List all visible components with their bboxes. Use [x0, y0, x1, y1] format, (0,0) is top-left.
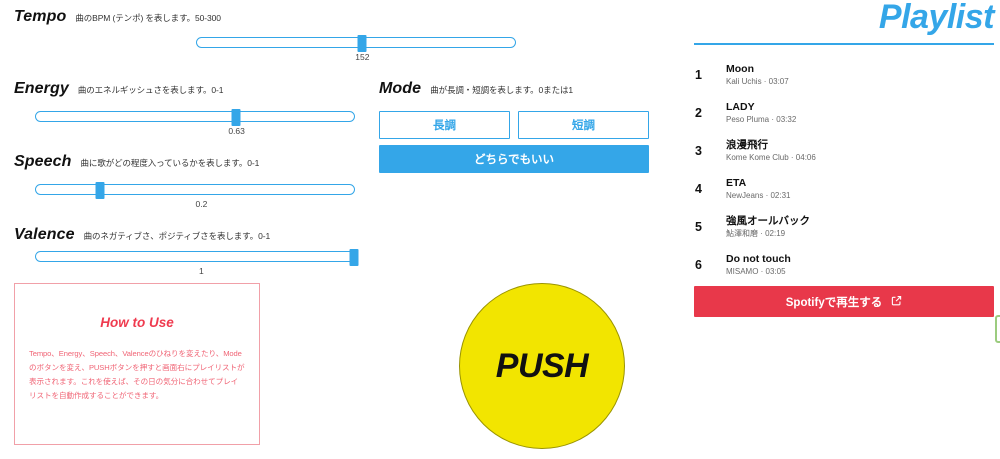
- param-label-valence: Valence 曲のネガティブさ、ポジティブさを表します。0-1: [14, 226, 270, 244]
- mode-button-minor[interactable]: 短調: [518, 111, 649, 139]
- slider-valence-track[interactable]: [35, 249, 359, 266]
- track-title: Do not touch: [726, 253, 791, 266]
- track-index: 5: [695, 220, 702, 234]
- param-label-tempo: Tempo 曲のBPM (テンポ) を表します。50-300: [14, 8, 221, 26]
- track-meta: 浪漫飛行 Kome Kome Club · 04:06: [726, 139, 816, 162]
- track-row[interactable]: 4 ETA NewJeans · 02:31: [694, 170, 994, 208]
- track-row[interactable]: 3 浪漫飛行 Kome Kome Club · 04:06: [694, 132, 994, 170]
- track-subtitle: Kome Kome Club · 04:06: [726, 153, 816, 163]
- track-index: 3: [695, 144, 702, 158]
- slider-valence-thumb[interactable]: [349, 249, 359, 266]
- how-to-use-title: How to Use: [100, 315, 174, 330]
- slider-energy-track[interactable]: [35, 109, 355, 126]
- slider-speech-value: 0.2: [195, 199, 208, 209]
- track-meta: LADY Peso Pluma · 03:32: [726, 101, 796, 124]
- param-name-energy: Energy: [14, 80, 69, 97]
- slider-valence[interactable]: 1: [35, 249, 359, 276]
- track-row[interactable]: 1 Moon Kali Uchis · 03:07: [694, 56, 994, 94]
- playlist-title: Playlist: [878, 0, 995, 36]
- track-title: ETA: [726, 177, 747, 190]
- param-label-energy: Energy 曲のエネルギッシュさを表します。0-1: [14, 80, 223, 98]
- param-description-tempo: 曲のBPM (テンポ) を表します。50-300: [75, 13, 221, 23]
- param-label-mode: Mode 曲が長調・短調を表します。0または1: [379, 80, 573, 98]
- track-subtitle: Peso Pluma · 03:32: [726, 115, 797, 125]
- param-name-valence: Valence: [14, 226, 75, 243]
- playlist-panel: Playlist 1 Moon Kali Uchis · 03:07 2 LAD…: [694, 0, 1000, 459]
- slider-energy-thumb[interactable]: [231, 109, 241, 126]
- slider-tempo-track[interactable]: [196, 35, 516, 52]
- slider-speech-thumb[interactable]: [95, 182, 105, 199]
- track-meta: ETA NewJeans · 02:31: [726, 177, 790, 200]
- track-list: 1 Moon Kali Uchis · 03:07 2 LADY Peso Pl…: [694, 56, 994, 284]
- track-row[interactable]: 2 LADY Peso Pluma · 03:32: [694, 94, 994, 132]
- slider-speech-track[interactable]: [35, 182, 355, 199]
- mode-button-major[interactable]: 長調: [379, 111, 510, 139]
- track-index: 2: [695, 106, 702, 120]
- push-button-label: PUSH: [495, 346, 589, 385]
- track-index: 6: [695, 258, 702, 272]
- track-subtitle: 鮎澤和磨 · 02:19: [726, 229, 786, 239]
- external-link-icon: [891, 293, 902, 311]
- param-description-valence: 曲のネガティブさ、ポジティブさを表します。0-1: [83, 231, 271, 241]
- track-row[interactable]: 5 強風オールバック 鮎澤和磨 · 02:19: [694, 208, 994, 246]
- how-to-use-body: Tempo、Energy、Speech、Valenceのひねりを変えたり、Mod…: [29, 349, 245, 401]
- track-title: Moon: [726, 63, 754, 76]
- track-row[interactable]: 6 Do not touch MISAMO · 03:05: [694, 246, 994, 284]
- param-description-energy: 曲のエネルギッシュさを表します。0-1: [77, 85, 224, 95]
- track-index: 4: [695, 182, 702, 196]
- play-on-spotify-button[interactable]: Spotifyで再生する: [694, 286, 994, 317]
- push-button[interactable]: PUSH: [459, 283, 625, 449]
- mode-button-group: 長調 短調: [379, 111, 649, 139]
- param-name-mode: Mode: [379, 80, 422, 97]
- track-meta: Moon Kali Uchis · 03:07: [726, 63, 789, 86]
- track-meta: Do not touch MISAMO · 03:05: [726, 253, 791, 276]
- slider-tempo[interactable]: 152: [196, 35, 516, 62]
- track-title: 強風オールバック: [726, 215, 810, 228]
- track-index: 1: [695, 68, 702, 82]
- track-title: LADY: [726, 101, 755, 114]
- mode-button-either[interactable]: どちらでもいい: [379, 145, 649, 173]
- param-name-tempo: Tempo: [14, 8, 67, 25]
- param-label-speech: Speech 曲に歌がどの程度入っているかを表します。0-1: [14, 153, 259, 171]
- playlist-divider: [694, 43, 994, 45]
- how-to-use-panel: How to Use Tempo、Energy、Speech、Valenceのひ…: [14, 283, 260, 445]
- play-on-spotify-label: Spotifyで再生する: [785, 296, 883, 309]
- track-subtitle: NewJeans · 02:31: [726, 191, 791, 201]
- slider-tempo-thumb[interactable]: [357, 35, 367, 52]
- edge-widget[interactable]: [995, 315, 1000, 343]
- slider-energy-value: 0.63: [228, 126, 245, 136]
- slider-tempo-value: 152: [355, 52, 370, 62]
- track-meta: 強風オールバック 鮎澤和磨 · 02:19: [726, 215, 810, 238]
- slider-energy[interactable]: 0.63: [35, 109, 355, 136]
- track-title: 浪漫飛行: [726, 139, 768, 152]
- param-description-speech: 曲に歌がどの程度入っているかを表します。0-1: [80, 158, 260, 168]
- slider-valence-value: 1: [199, 266, 204, 276]
- slider-speech[interactable]: 0.2: [35, 182, 355, 209]
- param-name-speech: Speech: [14, 153, 72, 170]
- param-description-mode: 曲が長調・短調を表します。0または1: [430, 85, 573, 95]
- track-subtitle: Kali Uchis · 03:07: [726, 77, 789, 87]
- track-subtitle: MISAMO · 03:05: [726, 267, 786, 277]
